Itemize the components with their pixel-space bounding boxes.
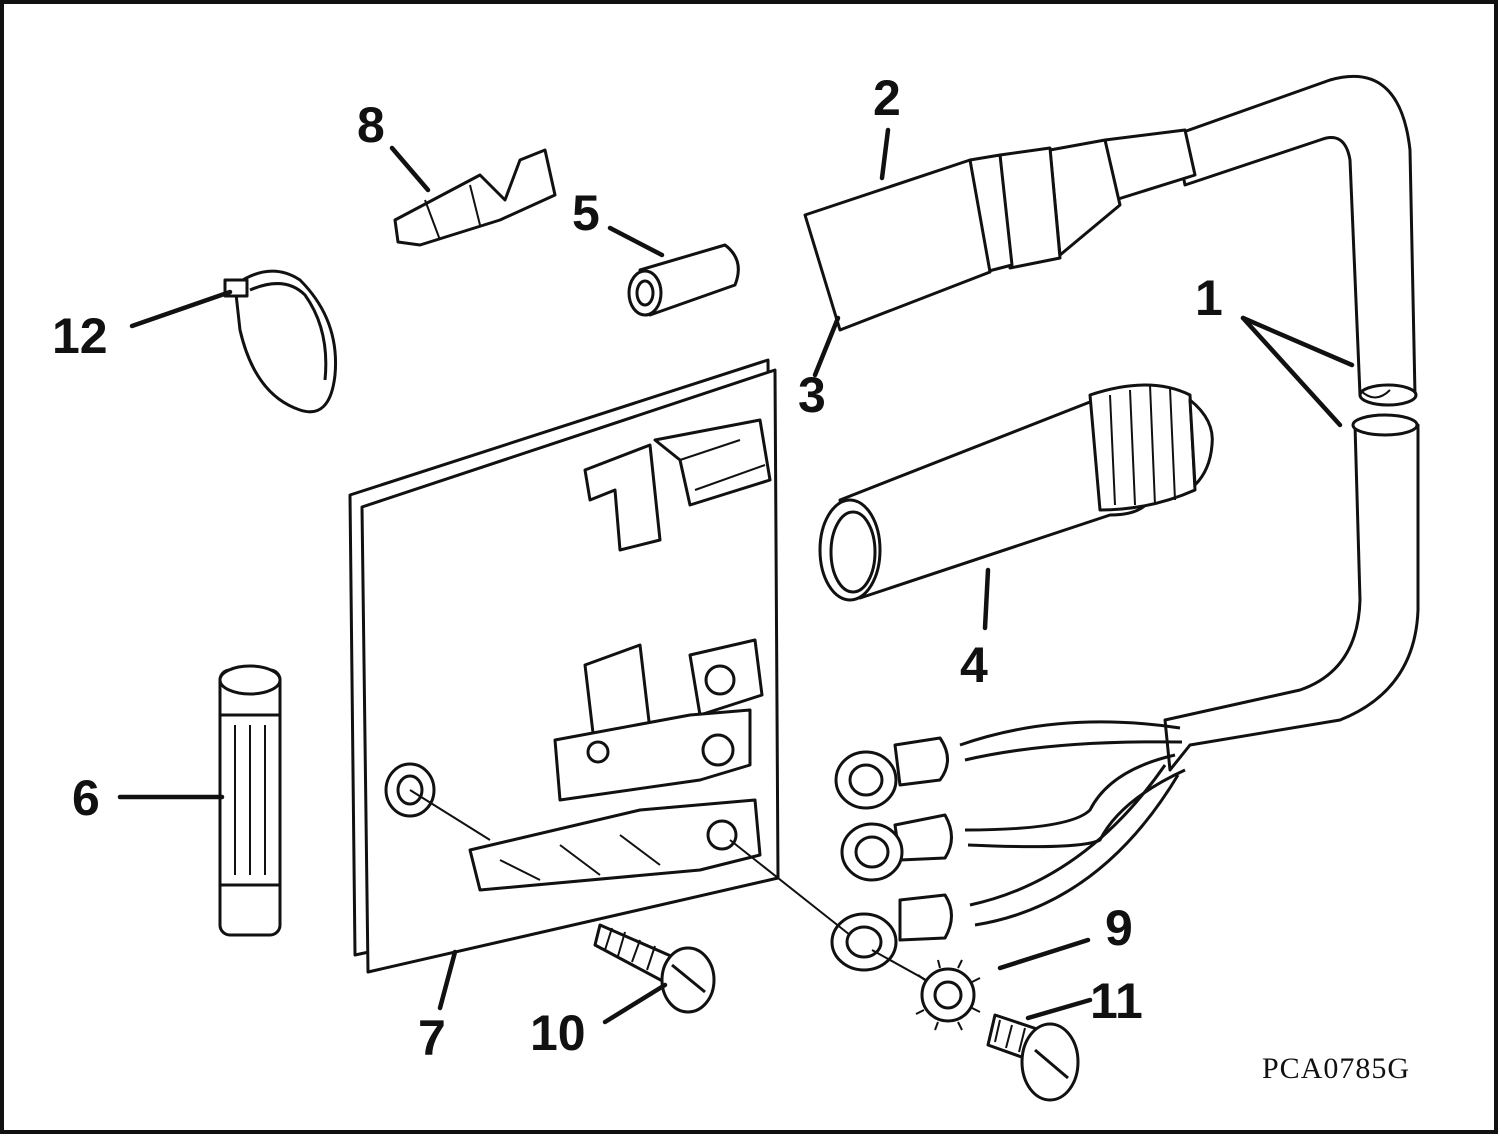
callout-label-5: 5: [572, 185, 600, 241]
screw-part-10: [593, 923, 716, 1014]
callout-label-2: 2: [873, 70, 901, 126]
callout-label-7: 7: [418, 1010, 446, 1066]
callout-label-3: 3: [798, 367, 826, 423]
callout-label-4: 4: [960, 637, 988, 693]
lock-washer-part-9: [915, 959, 981, 1031]
callout-label-12: 12: [52, 308, 108, 364]
callout-leaders: [117, 127, 1355, 1025]
cable-harness-part-1: [830, 74, 1420, 972]
callout-label-1: 1: [1195, 270, 1223, 326]
sleeve-part-5: [627, 243, 740, 317]
callout-label-10: 10: [530, 1005, 586, 1061]
callout-labels: 1 2 3 4 5 6 7 8 9 10 11 12: [52, 70, 1223, 1066]
fuse-board-part-7: [348, 358, 936, 986]
callout-label-8: 8: [357, 97, 385, 153]
cable-tie-part-12: [223, 269, 338, 414]
callout-label-9: 9: [1105, 900, 1133, 956]
callout-label-11: 11: [1090, 973, 1143, 1029]
terminal-part-8: [393, 148, 557, 247]
callout-label-6: 6: [72, 770, 100, 826]
connector-part-2-3: [803, 128, 1197, 332]
rubber-boot-part-4: [818, 383, 1214, 602]
screw-part-11: [986, 1013, 1080, 1102]
fuse-part-6: [218, 664, 282, 937]
drawing-code: PCA0785G: [1262, 1052, 1410, 1085]
